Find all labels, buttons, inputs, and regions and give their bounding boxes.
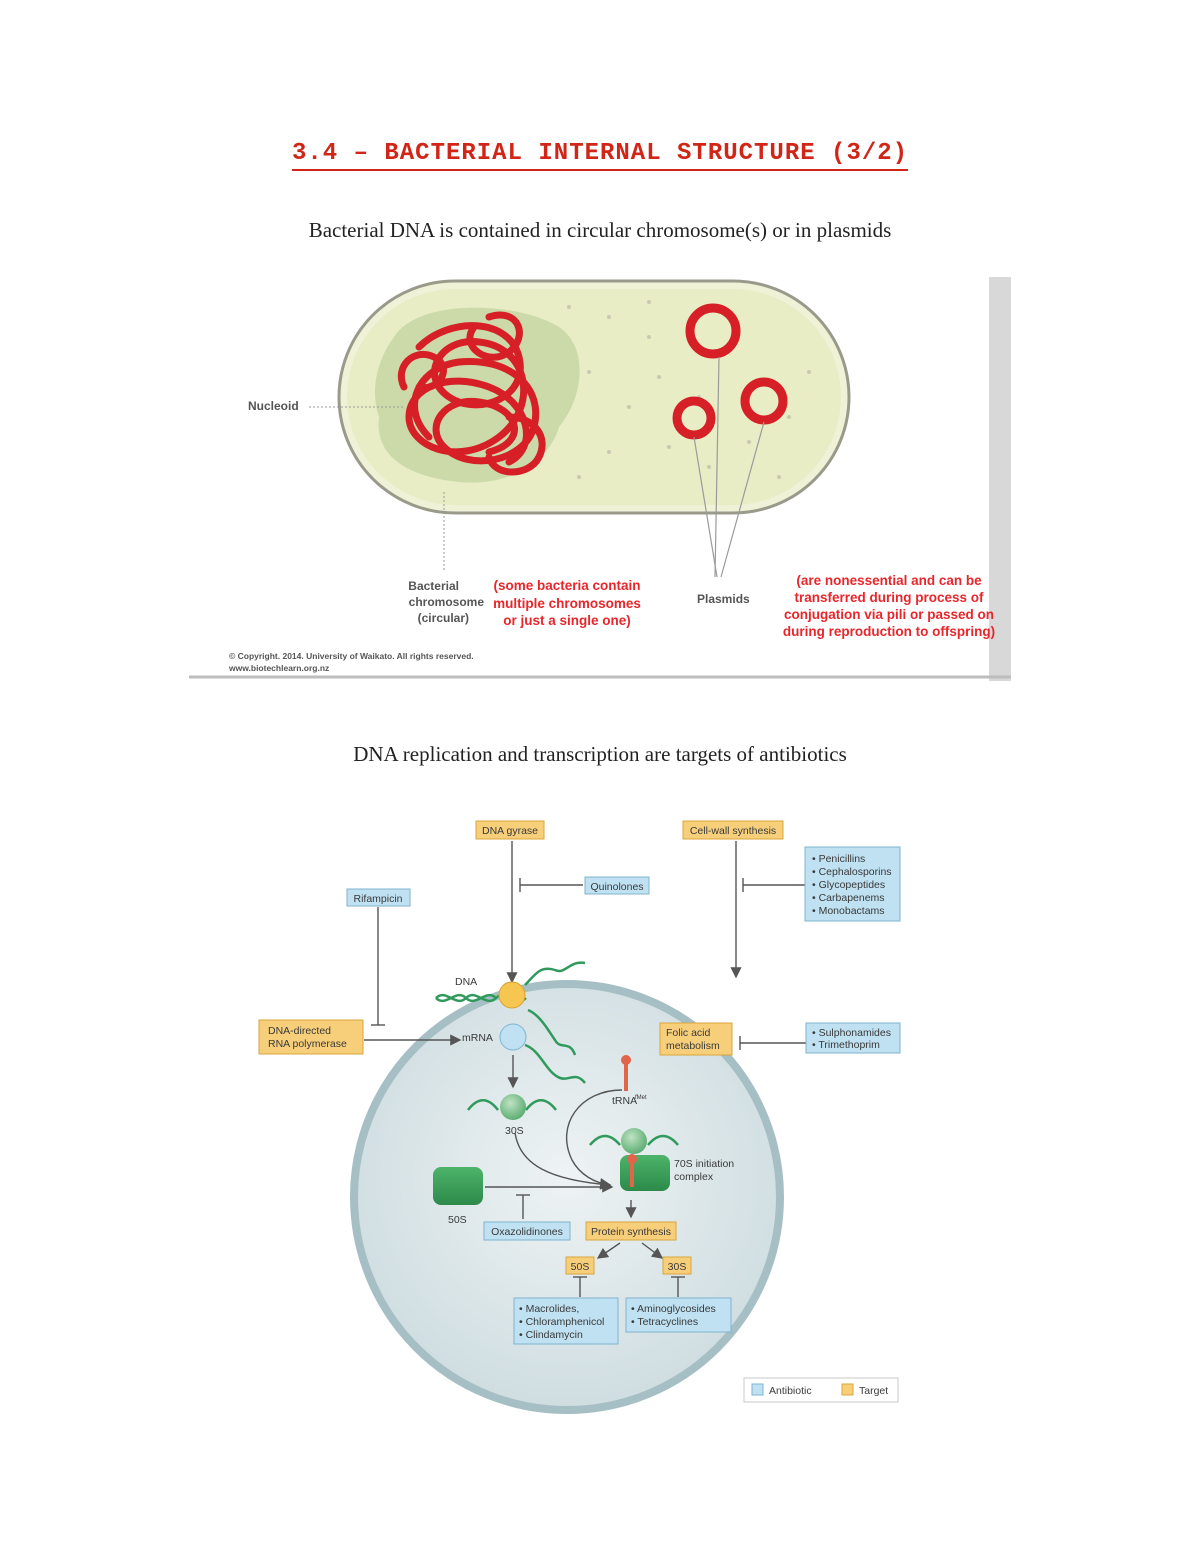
folic-acid-label-line: Folic acid (666, 1027, 711, 1039)
plasmid-ring (672, 396, 716, 440)
antibiotic-amino-list: • Aminoglycosides • Tetracyclines (625, 1297, 732, 1333)
legend-antibiotic-label: Antibiotic (769, 1385, 812, 1397)
folate-drug: • Trimethoprim (812, 1039, 880, 1051)
antibiotic-oxazolidinones: Oxazolidinones (483, 1221, 571, 1241)
chromosome-note-line: multiple chromosomes (493, 596, 641, 611)
complex-30s (621, 1128, 647, 1154)
legend-antibiotic-swatch (751, 1383, 764, 1396)
plasmid-ring (685, 303, 741, 359)
s30-label: 30S (505, 1125, 524, 1137)
antibiotic-macrolide-list: • Macrolides, • Chloramphenicol • Clinda… (513, 1297, 619, 1345)
plasmids (672, 303, 788, 440)
caption-dna-location: Bacterial DNA is contained in circular c… (308, 218, 892, 242)
mrna-label: mRNA (462, 1032, 493, 1044)
oxazolidinones-label: Oxazolidinones (491, 1226, 563, 1238)
trna-superscript: fMet (635, 1095, 647, 1101)
macrolide-drug: • Macrolides, (519, 1303, 579, 1315)
bacterial-cell-figure: Nucleoid Bacterial chromosome (circular)… (189, 277, 1011, 681)
folic-acid-label-line: metabolism (666, 1040, 720, 1052)
amino-drug: • Tetracyclines (631, 1316, 698, 1328)
chromosome-label-line: Bacterial (408, 579, 459, 593)
dna-label: DNA (455, 976, 477, 988)
cell-wall-drug: • Glycopeptides (812, 879, 885, 891)
plasmids-note-line: (are nonessential and can be (796, 573, 982, 588)
legend-target-label: Target (859, 1385, 888, 1397)
plasmids-note-line: transferred during process of (794, 590, 984, 605)
complex-label-line: complex (674, 1171, 714, 1183)
macrolide-drug: • Clindamycin (519, 1329, 583, 1341)
page-title-text: 3.4 – BACTERIAL INTERNAL STRUCTURE (3/2) (291, 140, 909, 171)
rna-polymerase-ball (499, 1023, 527, 1051)
target-protein-synthesis: Protein synthesis (585, 1221, 677, 1241)
target-50s: 50S (565, 1256, 595, 1275)
caption-antibiotic-targets: DNA replication and transcription are ta… (353, 742, 847, 766)
chromosome-label-line: (circular) (418, 611, 469, 625)
target-30s-label: 30S (668, 1261, 687, 1273)
trna-head (621, 1055, 631, 1065)
amino-drug: • Aminoglycosides (631, 1303, 716, 1315)
target-folic-acid: Folic acid metabolism (659, 1022, 733, 1056)
chromosome-label-line: chromosome (409, 595, 485, 609)
bacterial-cell-svg: Nucleoid Bacterial chromosome (circular)… (189, 277, 1011, 681)
target-50s-label: 50S (571, 1261, 590, 1273)
cell-wall-drug: • Penicillins (812, 853, 865, 865)
target-cell-wall: Cell-wall synthesis (682, 820, 784, 840)
rifampicin-label: Rifampicin (353, 893, 402, 905)
target-30s: 30S (662, 1256, 692, 1275)
antibiotic-quinolones: Quinolones (584, 876, 650, 895)
legend: Antibiotic Target (743, 1377, 899, 1403)
page-shadow (989, 277, 1011, 681)
antibiotic-rifampicin: Rifampicin (346, 888, 411, 907)
chromosome-note-line: or just a single one) (503, 613, 631, 628)
plasmids-note-line: conjugation via pili or passed on (784, 607, 994, 622)
plasmid-ring (740, 377, 788, 425)
cell-wall-drug: • Carbapenems (812, 892, 885, 904)
quinolones-label: Quinolones (590, 881, 643, 893)
legend-target-swatch (841, 1383, 854, 1396)
antibiotic-folate-list: • Sulphonamides • Trimethoprim (805, 1022, 901, 1054)
page-title: 3.4 – BACTERIAL INTERNAL STRUCTURE (3/2) (0, 140, 1200, 171)
cell-wall-label: Cell-wall synthesis (690, 825, 776, 837)
complex-label-line: 70S initiation (674, 1158, 734, 1170)
target-rna-polymerase: DNA-directed RNA polymerase (258, 1019, 364, 1055)
plasmids-label: Plasmids (697, 592, 750, 606)
ribosome-50s (433, 1167, 483, 1205)
dna-gyrase-label: DNA gyrase (482, 825, 538, 837)
chromosome-note-line: (some bacteria contain (493, 578, 640, 593)
rna-pol-label-line: RNA polymerase (268, 1038, 347, 1050)
s50-label: 50S (448, 1214, 467, 1226)
macrolide-drug: • Chloramphenicol (519, 1316, 604, 1328)
target-dna-gyrase: DNA gyrase (475, 820, 545, 840)
protein-synthesis-label: Protein synthesis (591, 1226, 671, 1238)
plasmids-note-line: during reproduction to offspring) (783, 624, 995, 639)
trna-label: tRNA (612, 1095, 637, 1107)
antibiotic-targets-figure: DNA mRNA 30S tRNA fMet 70S initiation co… (250, 815, 910, 1415)
ribosome-30s (500, 1094, 526, 1120)
cell-wall-drug: • Monobactams (812, 905, 885, 917)
antibiotic-cell-wall-list: • Penicillins • Cephalosporins • Glycope… (804, 846, 901, 922)
cytoplasm-dots (567, 300, 811, 479)
antibiotic-targets-svg: DNA mRNA 30S tRNA fMet 70S initiation co… (258, 820, 901, 1414)
copyright-line: © Copyright. 2014. University of Waikato… (229, 651, 474, 661)
folate-drug: • Sulphonamides (812, 1027, 891, 1039)
copyright-url: www.biotechlearn.org.nz (228, 663, 329, 673)
cell-wall-drug: • Cephalosporins (812, 866, 892, 878)
nucleoid-label: Nucleoid (248, 399, 299, 413)
rna-pol-label-line: DNA-directed (268, 1025, 331, 1037)
polymerase-ball (498, 981, 526, 1009)
chromosome-coil (397, 311, 546, 476)
